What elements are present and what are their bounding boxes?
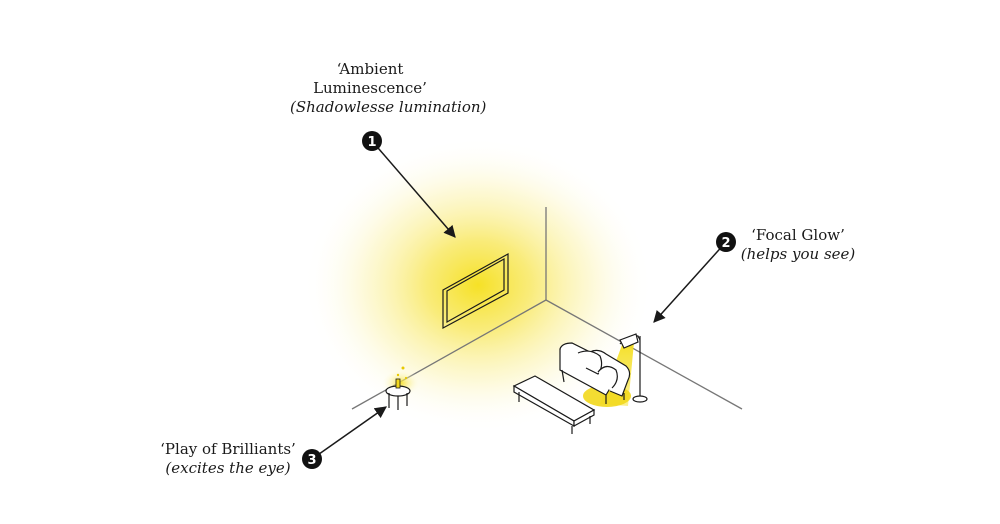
- coffee-bench: [512, 375, 596, 434]
- ambient-label: ‘Ambient Luminescence’ (Shadowlesse lumi…: [290, 60, 487, 117]
- ambient-subtitle: (Shadowlesse lumination): [290, 98, 487, 116]
- brilliants-subtitle: (excites the eye): [165, 459, 291, 477]
- focal-title: ‘Focal Glow’: [751, 226, 845, 244]
- sofa: [559, 342, 631, 404]
- floor-lamp: [619, 333, 648, 403]
- arrow-ambient: [371, 140, 456, 238]
- focal-subtitle: (helps you see): [740, 245, 856, 263]
- arrow-focal: [653, 241, 727, 323]
- svg-text:1: 1: [367, 135, 376, 150]
- brilliants-title: ‘Play of Brilliants’: [160, 440, 296, 458]
- side-table: [381, 366, 421, 410]
- svg-text:3: 3: [307, 453, 316, 468]
- ambient-title-line2: Luminescence’: [313, 79, 427, 97]
- brilliants-label: ‘Play of Brilliants’ (excites the eye): [148, 440, 308, 478]
- badge-2: 2: [716, 232, 736, 252]
- svg-text:2: 2: [721, 236, 730, 251]
- badge-3: 3: [302, 449, 322, 469]
- wall-panel: [442, 252, 509, 330]
- arrow-brilliants: [311, 406, 387, 460]
- focal-label: ‘Focal Glow’ (helps you see): [738, 226, 858, 264]
- ambient-title-line1: ‘Ambient: [336, 60, 404, 78]
- room-outline: [351, 207, 743, 410]
- badge-1: 1: [362, 131, 382, 151]
